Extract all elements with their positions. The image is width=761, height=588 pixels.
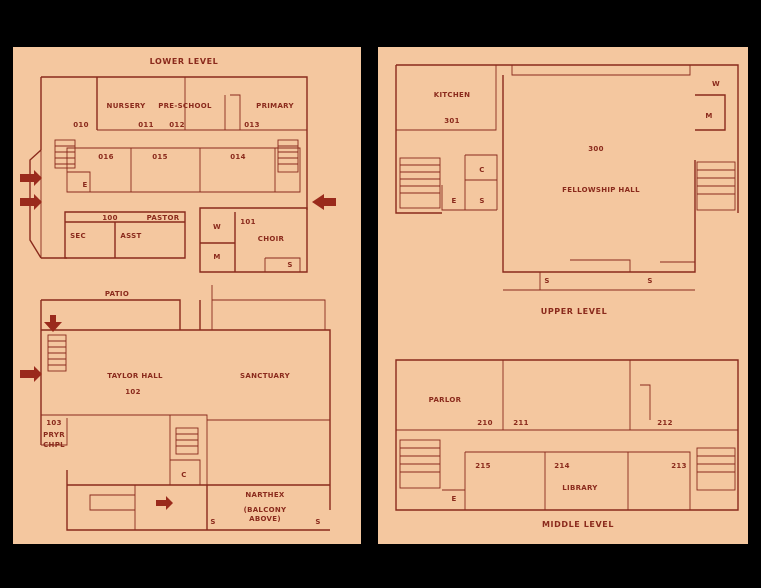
room-primary: PRIMARY: [256, 102, 294, 110]
room-kitchen: KITCHEN: [434, 91, 471, 99]
room-215: 215: [475, 462, 491, 470]
balcony-note-1: (BALCONY: [244, 506, 287, 514]
restroom-women-lower: W: [213, 223, 221, 231]
room-sanctuary: SANCTUARY: [240, 372, 291, 380]
middle-level-plan: [395, 359, 739, 511]
stairs-upper-3: S: [647, 277, 652, 285]
room-013: 013: [244, 121, 260, 129]
room-010: 010: [73, 121, 89, 129]
room-015: 015: [152, 153, 168, 161]
room-213: 213: [671, 462, 687, 470]
stairs-narthex-left: S: [210, 518, 215, 526]
room-014: 014: [230, 153, 246, 161]
stairs-upper-1: S: [479, 197, 484, 205]
elevator-upper: E: [451, 197, 456, 205]
room-preschool: PRE-SCHOOL: [158, 102, 212, 110]
room-100: 100: [102, 214, 118, 222]
room-prayer: PRYR: [43, 431, 65, 439]
room-011: 011: [138, 121, 154, 129]
room-asst: ASST: [120, 232, 141, 240]
upper-level-title: UPPER LEVEL: [541, 307, 608, 316]
room-nursery: NURSERY: [107, 102, 147, 110]
area-patio: PATIO: [105, 290, 129, 298]
lower-level-title: LOWER LEVEL: [150, 57, 219, 66]
stairs-choir: S: [287, 261, 292, 269]
lower-level-plan: [20, 76, 336, 531]
room-sec: SEC: [70, 232, 86, 240]
room-301: 301: [444, 117, 460, 125]
room-pastor: PASTOR: [147, 214, 180, 222]
restroom-men-upper: M: [705, 112, 712, 120]
room-choir: CHOIR: [258, 235, 285, 243]
middle-level-title: MIDDLE LEVEL: [542, 520, 614, 529]
balcony-note-2: ABOVE): [249, 515, 281, 523]
restroom-men-lower: M: [213, 253, 220, 261]
room-library: LIBRARY: [562, 484, 598, 492]
closet-lower: C: [181, 471, 186, 479]
room-taylor-hall: TAYLOR HALL: [107, 372, 163, 380]
upper-level-plan: [395, 64, 739, 291]
room-chapel: CHPL: [43, 441, 65, 449]
room-211: 211: [513, 419, 529, 427]
room-016: 016: [98, 153, 114, 161]
room-103: 103: [46, 419, 62, 427]
elevator-middle: E: [451, 495, 456, 503]
room-300: 300: [588, 145, 604, 153]
room-012: 012: [169, 121, 185, 129]
room-214: 214: [554, 462, 570, 470]
closet-upper: C: [479, 166, 484, 174]
stairs-upper-2: S: [544, 277, 549, 285]
room-narthex: NARTHEX: [245, 491, 285, 499]
room-102: 102: [125, 388, 141, 396]
room-101: 101: [240, 218, 256, 226]
stairs-narthex-right: S: [315, 518, 320, 526]
room-fellowship-hall: FELLOWSHIP HALL: [562, 186, 640, 194]
room-parlor: PARLOR: [429, 396, 462, 404]
room-210: 210: [477, 419, 493, 427]
room-212: 212: [657, 419, 673, 427]
elevator-lower: E: [82, 181, 87, 189]
restroom-women-upper: W: [712, 80, 720, 88]
